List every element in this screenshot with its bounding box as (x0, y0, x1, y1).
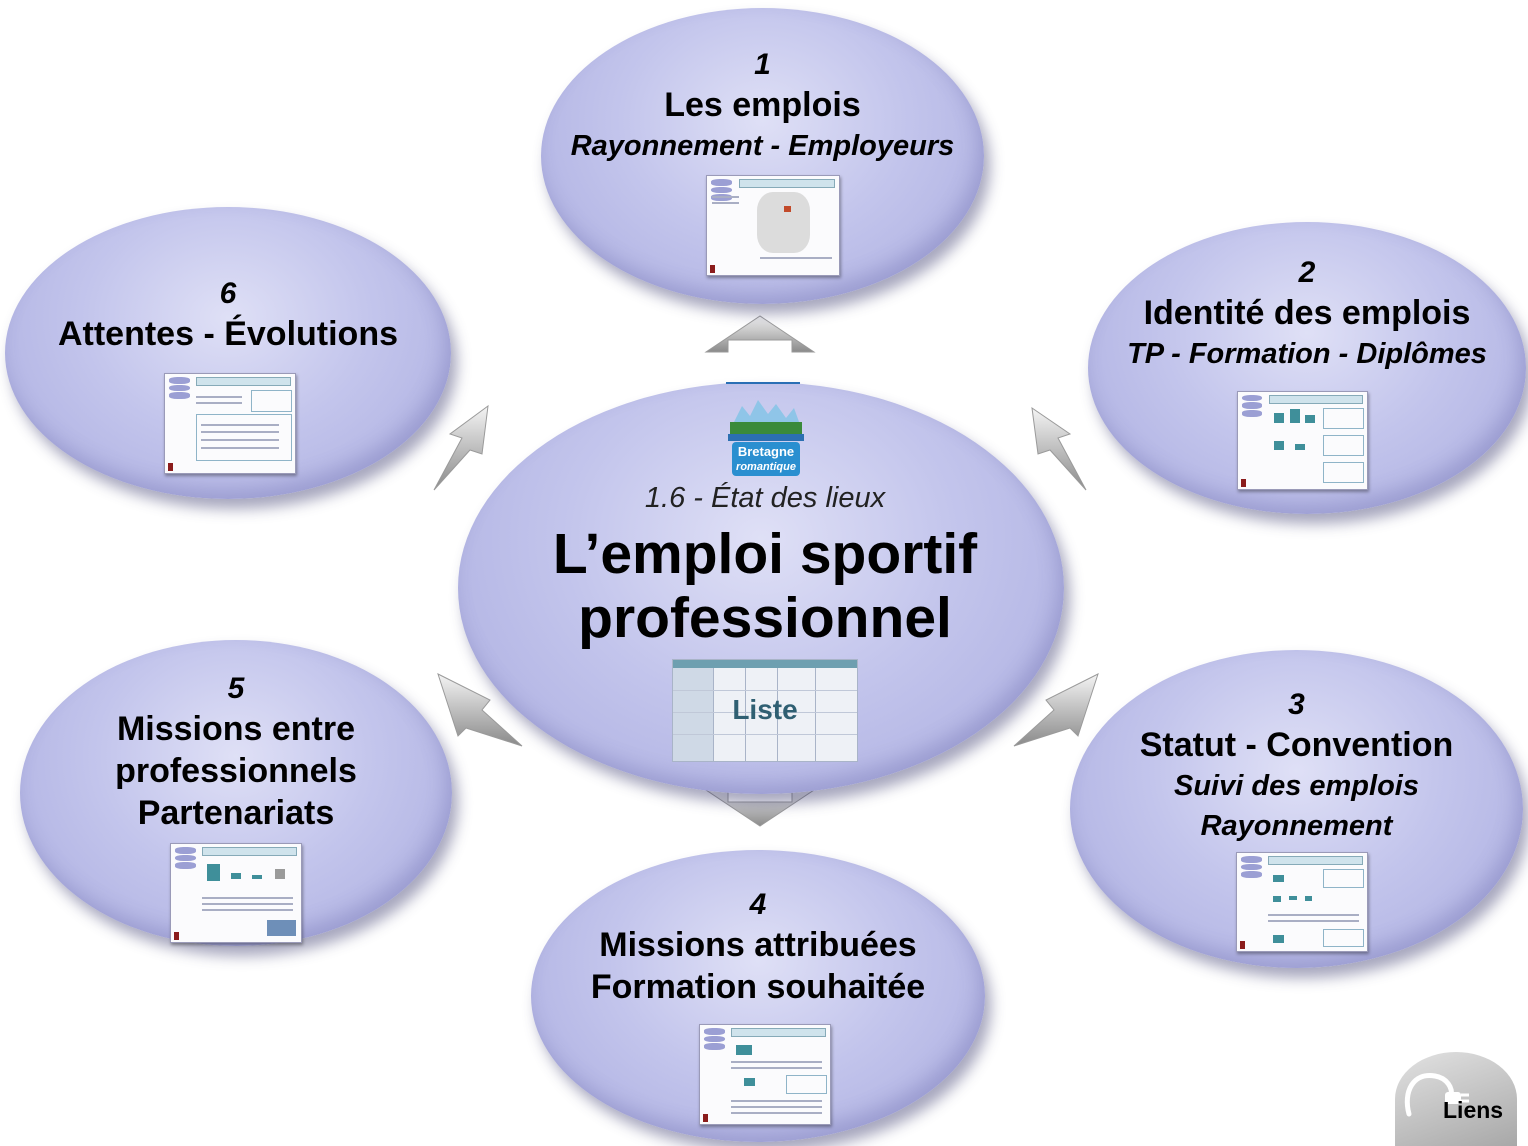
node-1-subtitle: Rayonnement - Employeurs (570, 130, 955, 162)
center-title-line2: professionnel (578, 586, 952, 650)
node-5-thumbnail[interactable] (170, 843, 302, 943)
node-1-title: Les emplois (664, 86, 861, 124)
node-3-subtitle-2: Rayonnement (1200, 810, 1393, 842)
links-button[interactable] (1395, 1052, 1517, 1146)
node-1-thumbnail[interactable] (706, 175, 840, 276)
arrow-up (704, 315, 816, 353)
node-4-title-1: Missions attribuées (599, 926, 917, 964)
arrow-up-left (433, 404, 489, 491)
arrow-up-right (1031, 406, 1087, 491)
arrow-down-right (1013, 673, 1099, 747)
node-3-thumbnail[interactable] (1236, 852, 1368, 952)
node-3-subtitle-1: Suivi des emplois (1174, 770, 1419, 802)
logo-rule (726, 382, 800, 384)
center-subtitle: 1.6 - État des lieux (644, 482, 886, 514)
node-5-title-1: Missions entre (116, 710, 356, 748)
links-label[interactable]: Liens (1443, 1097, 1504, 1123)
node-6-thumbnail[interactable] (164, 373, 296, 474)
center-title: L’emploi sportif professionnel (470, 522, 1060, 650)
logo-text-1: Bretagne (738, 444, 794, 459)
community-logo[interactable]: Bretagne romantique (728, 394, 804, 478)
node-2-number: 2 (1298, 256, 1316, 289)
node-4-thumbnail[interactable] (699, 1024, 831, 1125)
list-thumbnail[interactable]: Liste (672, 659, 858, 762)
node-2-title: Identité des emplois (1143, 294, 1471, 332)
node-5-title-3: Partenariats (137, 794, 335, 832)
center-title-line1: L’emploi sportif (552, 522, 978, 586)
node-3-title: Statut - Convention (1139, 726, 1454, 764)
arrow-down-left (437, 673, 523, 747)
node-4-title-2: Formation souhaitée (590, 968, 926, 1006)
plug-icon (1404, 1073, 1469, 1117)
logo-text-2: romantique (736, 461, 796, 473)
node-5-title-2: professionnels (115, 752, 357, 790)
node-4-number: 4 (749, 888, 767, 921)
node-6-number: 6 (219, 277, 237, 310)
node-6-title: Attentes - Évolutions (57, 315, 399, 353)
node-3-number: 3 (1288, 688, 1305, 721)
node-1-number: 1 (754, 48, 771, 81)
node-5-number: 5 (227, 672, 245, 705)
node-2-subtitle: TP - Formation - Diplômes (1127, 338, 1487, 370)
node-3-oval[interactable]: 3 Statut - Convention Suivi des emplois … (1070, 650, 1523, 968)
node-2-thumbnail[interactable] (1237, 391, 1368, 490)
list-label[interactable]: Liste (732, 694, 798, 725)
